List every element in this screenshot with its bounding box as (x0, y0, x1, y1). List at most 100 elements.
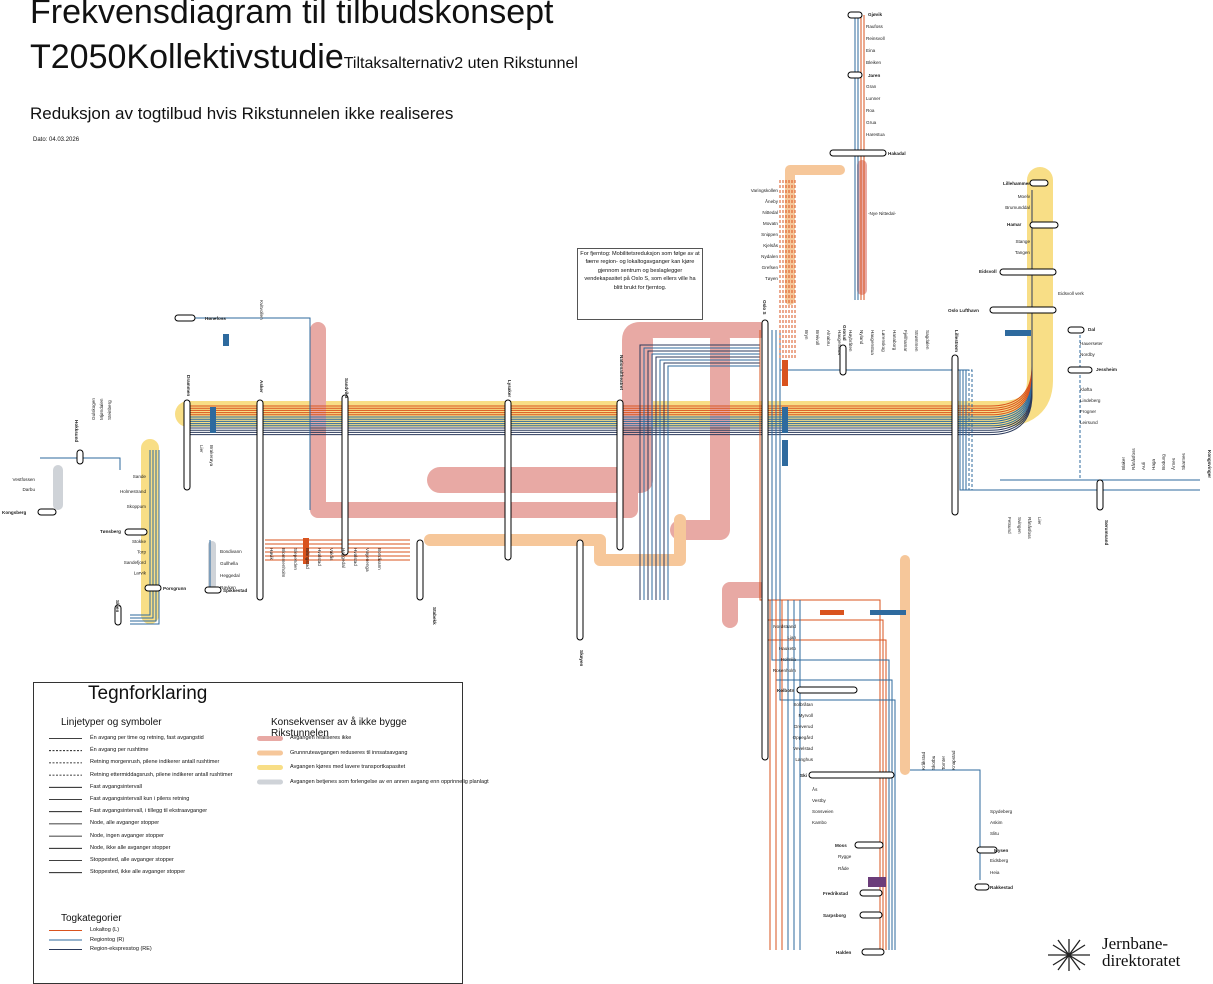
node-sandvika (341, 394, 349, 556)
dovre-line-stop: Brumunddal (1005, 205, 1030, 210)
ski-label: Ski (800, 773, 807, 778)
gjovik-line-stop: Roa (866, 108, 875, 113)
vestfold-line (130, 450, 151, 616)
grorud-line-stop: Haugenstua (837, 330, 842, 355)
gjovik-line-stop: Raufoss (866, 24, 884, 29)
lysaker-label: Lysaker (507, 380, 512, 397)
kongsvinger-line-stop: Rånåsfoss (1130, 448, 1136, 470)
oslo-s-label: Oslo S (762, 300, 767, 315)
ostre-line-stop: Heia (990, 870, 1000, 875)
kongsvinger-line-stop: Bodung (1161, 454, 1166, 470)
kvitvollen-label: Kvitvollen (259, 300, 264, 320)
asker-label: Asker (259, 380, 264, 393)
hovik-line-stop: Blommenholm (281, 548, 286, 578)
date-label: Dato: 04.03.2026 (33, 137, 80, 143)
main-east-west-line (185, 190, 1033, 436)
oslo-tunnel-line (647, 350, 760, 600)
kolbotn-ski-stop: Langhus (795, 757, 813, 762)
nittedal-line-stop: Åneby (765, 198, 779, 204)
nittedal-line-stop: Nittedal (762, 210, 778, 215)
nittedal-line-stop: Grefsen (762, 265, 779, 270)
dal-label: Dal (1088, 327, 1095, 332)
gjovik-line-stop: Lunner (866, 96, 881, 101)
moss-fredrikstad-stop: Råde (838, 865, 849, 871)
node-lysaker (504, 399, 512, 561)
vestfold-line-stop: Stokke (132, 539, 146, 544)
node-kongsvinger-junction (1096, 479, 1104, 511)
oslo-tunnel-line (655, 356, 760, 600)
gjovik-line-stop: Grua (866, 120, 877, 125)
legend-symbols (49, 736, 283, 950)
kolbotn-ski-stop: Greverud (794, 724, 814, 729)
ostfold-inner-stop: Holmlia (781, 657, 797, 662)
node-spikkestad (204, 586, 222, 594)
asker-line-stop: Lier (199, 445, 204, 453)
hovik-line-stop: Slependen (293, 548, 298, 570)
node-sarpsborg (859, 911, 883, 919)
legend-line-item: Stoppested, ikke alle avganger stopper (90, 869, 186, 876)
red-band-ostfold (722, 582, 768, 628)
hovik-line-stop: Billingstad (305, 548, 310, 569)
mysen-label: Mysen (994, 848, 1008, 853)
sorumsand-label: Sørumsand (1104, 520, 1109, 545)
legend-category-section: Togkategorier (61, 913, 122, 924)
node-lillestrom (951, 354, 959, 516)
node-kongsberg (37, 508, 57, 516)
interval-box-drammen (210, 407, 216, 433)
node-oslo-s (761, 319, 769, 761)
grorud-line-stop: Nyland (859, 330, 864, 345)
asker-line-stop: Brakerøya (209, 445, 214, 467)
kongsvinger-line-stop: Auli (1141, 462, 1146, 470)
ostre-line-stop: Spydeberg (990, 809, 1013, 814)
sandvika-label: Sandvika (344, 378, 349, 399)
nittedal-line-stop: Kjelsås (763, 242, 779, 248)
moss-label: Moss (835, 843, 847, 848)
kolbotn-ski-stop: Oppegård (793, 734, 814, 740)
rakkestad-label: Rakkestad (990, 885, 1013, 890)
nittedal-line-stop: Snippen (761, 232, 778, 237)
nittedal-line-stop: Tøyen (765, 276, 778, 281)
vestfold-line-stop: Larvik (134, 571, 147, 576)
consequence-bands (53, 160, 1053, 775)
kongsvinger-line-stop: Årnes (1170, 457, 1176, 470)
hovik-line-stop: Heggedal (341, 548, 346, 568)
station-nodes (37, 11, 1104, 956)
legend-line-item: Stoppested, alle avganger stopper (90, 857, 174, 863)
node-eidsvoll (999, 268, 1057, 276)
tonsberg-label: Tønsberg (100, 529, 121, 534)
legend-consequence-swatch (257, 750, 283, 756)
nittedal-line-stop: Movatn (763, 221, 779, 226)
grorud-line-stop: Hanaborg (892, 330, 897, 351)
sorum-line-stop: Rånåsfoss (1027, 517, 1033, 539)
legend-category-item: Lokaltog (L) (90, 927, 120, 933)
node-halden (861, 948, 885, 956)
interval-boxes (210, 330, 1031, 887)
ski-moss-stop: Sonsveien (812, 809, 834, 814)
dovre-line-stop: Moelv (1018, 194, 1031, 199)
dovre-line-stop: Stange (1015, 239, 1030, 244)
ostre-line-stop: Slitu (990, 831, 999, 836)
ostfold-line (771, 330, 890, 950)
train-lines (40, 15, 1200, 950)
stabekk-label: Stabekk (432, 607, 437, 625)
ski-moss-stop: Kambo (812, 820, 827, 825)
halden-label: Halden (836, 950, 852, 955)
orange-band-sandvika (424, 514, 686, 566)
vestfold-line-stop: Sande (133, 474, 147, 479)
kolbotn-ski-stop: Solbråtan (793, 701, 813, 707)
legend-line-item: Retning ettermiddagsrush, pilene indiker… (90, 771, 233, 778)
interval-box-ostfold-local (820, 610, 844, 615)
node-drammen (183, 399, 191, 491)
fredrikstad-label: Fredrikstad (823, 891, 848, 896)
station-labels: GjøvikJarenHakadalLillehammerHamarEidsvo… (2, 12, 1212, 955)
oslo-tunnel-line (651, 353, 760, 600)
kolbotn-ski-stop: Vevelstad (793, 746, 813, 751)
legend-line-item: Én avgang per time og retning, fast avga… (90, 735, 204, 741)
gjovik-line-stop: Harestua (866, 132, 885, 137)
node-oslo-lufthavn (989, 306, 1057, 314)
node-hakadal (829, 149, 887, 157)
dal-line-stop: Frogner (1080, 409, 1097, 414)
interval-box-gardermoen (1005, 330, 1031, 336)
ostfold-inner-stop: Ljan (787, 635, 796, 640)
